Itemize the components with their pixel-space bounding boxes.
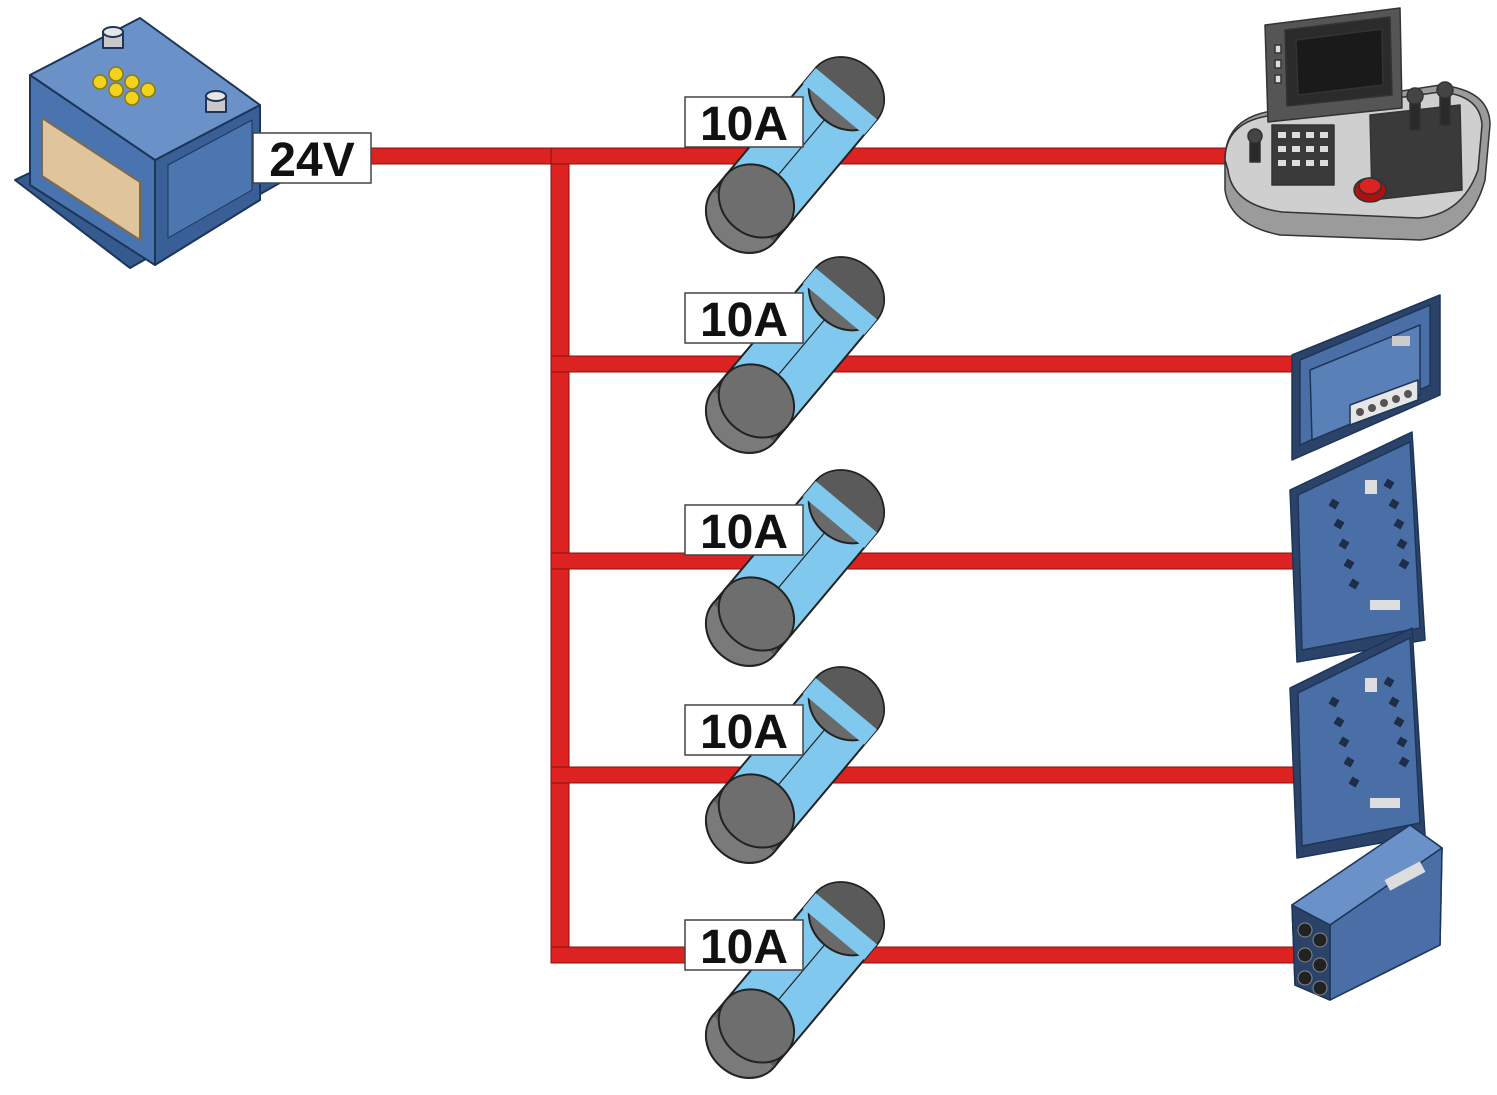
voltage-label: 24V: [252, 132, 372, 187]
operator-control-console-icon: [1224, 7, 1491, 241]
fuse-label-2: 10A: [684, 292, 804, 347]
fuse-rating-text-2: 10A: [700, 294, 788, 347]
branch-wire-4: [550, 766, 1298, 784]
fuse-label-1: 10A: [684, 96, 804, 151]
branch-wire-5: [550, 946, 1298, 964]
fuse-4: [690, 650, 900, 880]
fuse-rating-text-4: 10A: [700, 706, 788, 759]
main-feed-wire: [369, 147, 571, 165]
fuse-2: [690, 240, 900, 470]
branch-wire-2: [550, 355, 1298, 373]
fuse-rating-text-1: 10A: [700, 98, 788, 151]
fuse-rating-text-3: 10A: [700, 506, 788, 559]
io-module-icon: [1289, 431, 1426, 663]
branch-wire-1: [550, 147, 1232, 165]
fuse-5: [690, 865, 900, 1095]
fuse-rating-text-5: 10A: [700, 921, 788, 974]
fuse-label-5: 10A: [684, 919, 804, 974]
branch-wire-3: [550, 552, 1298, 570]
display-module-icon: [1291, 294, 1441, 461]
voltage-label-text: 24V: [269, 134, 354, 187]
battery-icon: [14, 17, 286, 269]
io-module-icon: [1289, 627, 1426, 859]
fuse-label-4: 10A: [684, 704, 804, 759]
controller-module-icon: [1291, 824, 1443, 1001]
fuse-label-3: 10A: [684, 504, 804, 559]
